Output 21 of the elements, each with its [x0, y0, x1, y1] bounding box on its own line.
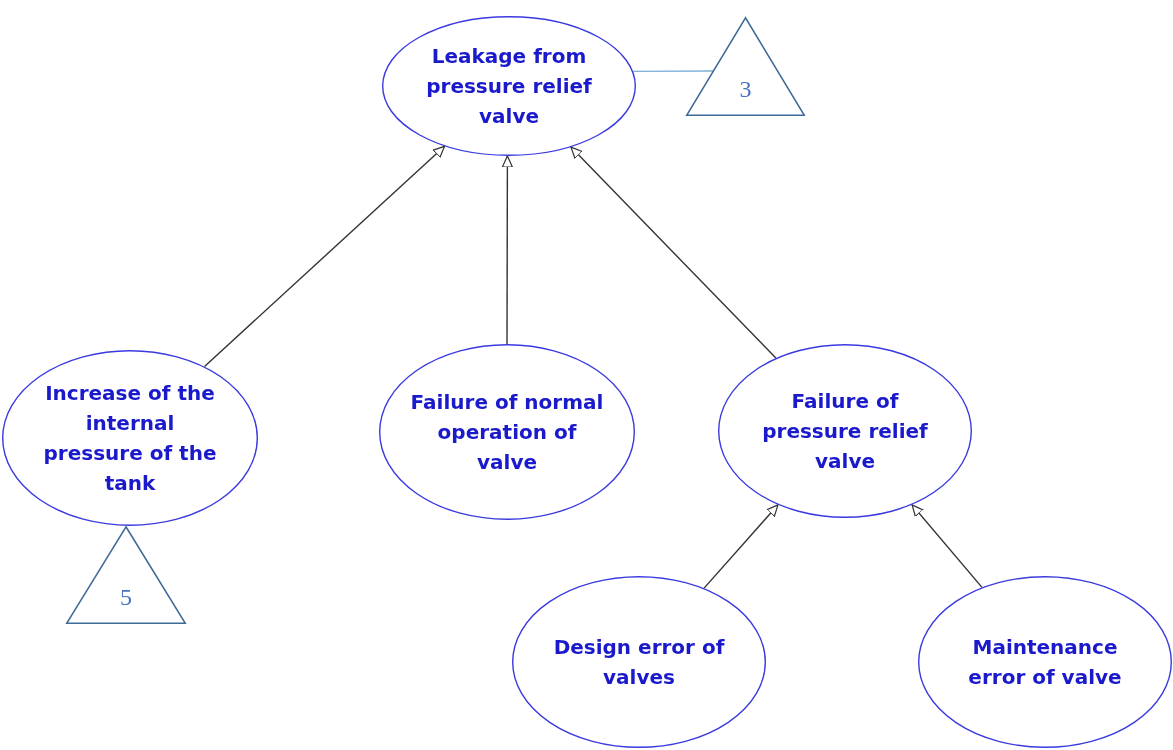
transfer-triangle — [66, 526, 186, 624]
transfer-number: 3 — [738, 76, 753, 102]
arrow — [570, 146, 777, 359]
event-label: Failure of pressure relief valve — [761, 388, 929, 475]
event-ellipse — [918, 576, 1172, 748]
arrow — [501, 155, 513, 345]
transfer-number: 5 — [119, 584, 133, 610]
event-label: Failure of normal operation of valve — [409, 389, 605, 476]
transfer-triangle — [686, 17, 805, 116]
event-label: Design error of valves — [552, 634, 726, 691]
arrow — [703, 504, 779, 589]
event-ellipse — [379, 344, 635, 520]
event-ellipse — [512, 576, 766, 748]
event-ellipse — [382, 16, 636, 156]
event-label: Increase of the internal pressure of the tank — [42, 380, 218, 497]
connector-line — [632, 70, 714, 73]
event-label: Maintenance error of valve — [967, 634, 1123, 691]
event-label: Leakage from pressure relief valve — [425, 43, 593, 130]
arrow — [203, 145, 446, 368]
arrow — [911, 504, 983, 589]
event-ellipse — [718, 344, 972, 518]
